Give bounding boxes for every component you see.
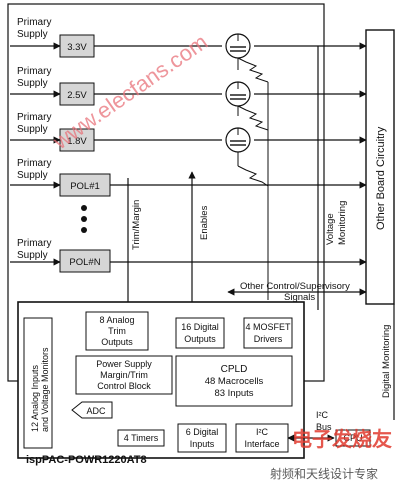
supply-label: Supply [17, 250, 48, 261]
supply-label: Supply [17, 124, 48, 135]
ellipsis-dot [81, 216, 87, 222]
supply-label: Supply [17, 78, 48, 89]
trim-outputs-label: 8 Analog [99, 315, 134, 325]
other-board-label: Other Board Circuitry [375, 126, 387, 230]
mosfet-drivers-block [243, 317, 293, 349]
other-control-label: Signals [284, 292, 315, 303]
voltage-monitoring-label: Voltage [325, 213, 336, 245]
cpld-block [175, 355, 293, 407]
adc-block [71, 401, 113, 419]
cpu-block [335, 429, 371, 447]
supply-label: Primary [17, 17, 51, 28]
timers-label: 4 Timers [124, 433, 159, 443]
margin-control-block [75, 355, 173, 395]
cpld-label: 83 Inputs [214, 388, 253, 399]
trim-margin-label: Trim/Margin [131, 200, 142, 250]
supply-label: Primary [17, 238, 51, 249]
i2c-interface-label: Interface [244, 439, 279, 449]
digital-inputs-block [177, 423, 227, 453]
supply-row-1: Primary Supply 3.3V [10, 17, 367, 58]
regulator-label: 2.5V [67, 90, 87, 101]
regulator-label: POL#N [69, 257, 100, 268]
mosfet-1 [225, 33, 251, 59]
mosfet-3 [225, 127, 251, 153]
margin-control-label: Margin/Trim [100, 370, 148, 380]
digital-outputs-block [175, 317, 225, 349]
digital-outputs-label: Outputs [184, 334, 216, 344]
adc-label: ADC [86, 406, 106, 416]
i2c-bus-label: Bus [316, 422, 332, 432]
trim-outputs-label: Outputs [101, 337, 133, 347]
gate-resistor [237, 57, 269, 83]
supply-row-5: Primary Supply POL#N [10, 238, 367, 273]
mosfet-drivers-label: Drivers [254, 334, 283, 344]
digital-inputs-label: 6 Digital [186, 427, 219, 437]
supply-label: Primary [17, 66, 51, 77]
mosfet-2 [225, 81, 251, 107]
digital-monitoring-label: Digital Monitoring [381, 325, 392, 398]
gate-resistor [237, 105, 269, 131]
regulator-box [59, 249, 111, 273]
timers-block [117, 429, 165, 447]
analog-inputs-label: 12 Analog Inputs [30, 364, 40, 432]
trim-outputs-label: Trim [108, 326, 126, 336]
mosfet-drivers-label: 4 MOSFET [245, 322, 291, 332]
regulator-label: POL#1 [70, 181, 100, 192]
regulator-label: 1.8V [67, 136, 87, 147]
supply-row-2: Primary Supply 2.5V [10, 66, 367, 106]
analog-inputs-label: and Voltage Monitors [40, 347, 50, 432]
margin-control-label: Power Supply [96, 359, 152, 369]
watermark-footer: 射频和天线设计专家 [270, 466, 378, 481]
gate-resistor [237, 165, 269, 187]
enables-label: Enables [199, 205, 210, 240]
ellipsis-dot [81, 205, 87, 211]
supply-label: Supply [17, 29, 48, 40]
ellipsis-dot [81, 227, 87, 233]
supply-row-4: Primary Supply POL#1 [10, 158, 367, 197]
margin-control-label: Control Block [97, 381, 151, 391]
supply-row-3: Primary Supply 1.8V [10, 112, 367, 152]
other-board-block [365, 29, 395, 305]
cpu-label: CPU [343, 433, 362, 443]
regulator-label: 3.3V [67, 42, 87, 53]
watermark-logo: 电子发烧友 [292, 427, 392, 451]
analog-inputs-block [23, 317, 53, 449]
cpld-label: CPLD [221, 364, 248, 375]
digital-outputs-label: 16 Digital [181, 322, 219, 332]
i2c-bus-label: I²C [316, 410, 328, 420]
supply-label: Supply [17, 170, 48, 181]
supply-label: Primary [17, 112, 51, 123]
chip-name: ispPAC-POWR1220AT8 [26, 454, 147, 466]
i2c-interface-label: I²C [256, 427, 268, 437]
voltage-monitoring-label: Monitoring [337, 201, 348, 245]
supply-label: Primary [17, 158, 51, 169]
other-control-label: Other Control/Supervisory [240, 281, 350, 292]
digital-inputs-label: Inputs [190, 439, 215, 449]
cpld-label: 48 Macrocells [205, 376, 264, 387]
trim-outputs-block [85, 311, 149, 351]
